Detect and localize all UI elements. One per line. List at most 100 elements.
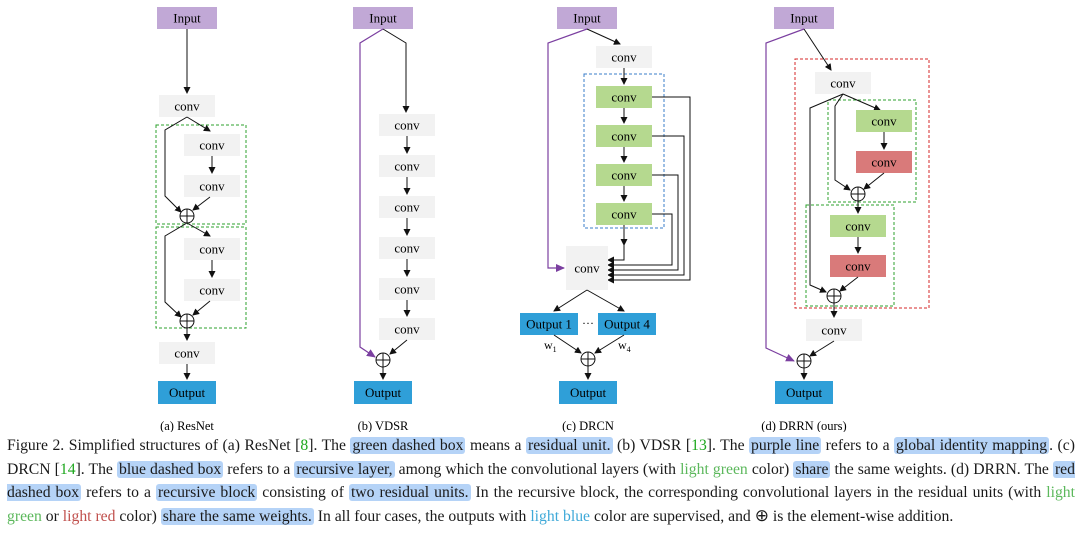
addition-node [375, 352, 391, 368]
conv-block [159, 95, 215, 117]
conv-label: conv [394, 159, 420, 174]
input-label: Input [369, 11, 397, 26]
conv-label: conv [394, 241, 420, 256]
weight-w1: w1 [544, 338, 557, 354]
colored-text-blue: light blue [530, 507, 591, 525]
conv-label: conv [845, 259, 871, 274]
residual-unit-box [805, 204, 895, 307]
conv-block-shared [596, 125, 652, 147]
conv-label: conv [871, 155, 897, 170]
addition-node [580, 351, 596, 367]
conv-block [159, 342, 215, 364]
weight-w4-subscript: 4 [627, 345, 631, 354]
caption-text: refers to a [821, 437, 895, 454]
caption-text: the same weights. (d) DRRN. The [830, 460, 1053, 478]
colored-text-green: light green [7, 484, 1075, 525]
highlight: two residual units. [348, 484, 471, 501]
conv-block-shared [596, 86, 652, 108]
output1-box [520, 313, 578, 335]
caption-text: ]. The [706, 437, 750, 454]
conv-block-shared [596, 164, 652, 186]
caption-text: In all four cases, the outputs with [313, 507, 531, 525]
conv-block-shared-green [830, 215, 886, 237]
highlight: blue dashed box [116, 460, 224, 478]
highlight: recursive block [155, 484, 258, 501]
caption-text: color are supervised, and [590, 507, 755, 525]
conv-label: conv [199, 242, 225, 257]
highlight: purple line [749, 437, 822, 454]
citation-link[interactable]: 8 [300, 437, 309, 454]
weight-w1-subscript: 1 [553, 345, 557, 354]
conv-label: conv [394, 200, 420, 215]
conv-block [815, 72, 871, 94]
caption-text: In the recursive block, the correspondin… [470, 484, 1047, 501]
conv-label: conv [821, 323, 847, 338]
oplus-symbol: ⊕ [754, 505, 769, 526]
conv-block-shared [596, 203, 652, 225]
citation-link[interactable]: 14 [59, 460, 76, 478]
addition-node [850, 186, 866, 202]
output4-box [598, 313, 656, 335]
residual-unit-box [155, 226, 247, 329]
drrn-diagram: Input conv conv conv conv conv [761, 7, 930, 432]
output-label: Output [570, 385, 607, 400]
conv-block [184, 238, 240, 260]
conv-label: conv [871, 114, 897, 129]
subcaption-b: (b) VDSR [358, 419, 409, 432]
input-box [157, 7, 217, 29]
output-box [354, 381, 412, 404]
caption-text: consisting of [257, 484, 349, 501]
conv-block [379, 318, 435, 340]
subcaption-c: (c) DRCN [562, 419, 614, 432]
highlight: global identity mapping [894, 437, 1050, 454]
addition-node [796, 353, 812, 369]
conv-block [596, 46, 652, 68]
caption-label: Figure 2. [7, 437, 65, 454]
caption-text: (b) VDSR [ [612, 437, 692, 454]
conv-block [379, 278, 435, 300]
caption-text: color) [747, 460, 794, 478]
caption-text: ]. The [75, 460, 117, 478]
addition-node [179, 313, 195, 329]
output-box [158, 381, 216, 404]
ellipsis: ··· [582, 316, 594, 330]
conv-label: conv [199, 138, 225, 153]
conv-label: conv [394, 282, 420, 297]
addition-node [826, 288, 842, 304]
subcaption-d: (d) DRRN (ours) [761, 419, 846, 432]
highlight: share the same weights. [160, 507, 314, 525]
conv-block [379, 237, 435, 259]
input-box [774, 7, 834, 29]
conv-block [806, 319, 862, 341]
conv-block [379, 196, 435, 218]
conv-label: conv [174, 99, 200, 114]
input-label: Input [573, 11, 601, 26]
colored-text-green: light green [680, 460, 748, 478]
caption-text: is the element-wise addition. [768, 507, 954, 525]
conv-label: conv [574, 261, 600, 276]
output-label: Output [169, 385, 206, 400]
input-label: Input [173, 11, 201, 26]
conv-label: conv [845, 219, 871, 234]
output-label: Output [786, 385, 823, 400]
output1-label: Output 1 [526, 317, 572, 332]
addition-node [179, 208, 195, 224]
conv-block-shared-red [856, 151, 912, 173]
colored-text-red: light red [62, 507, 116, 525]
conv-label: conv [394, 322, 420, 337]
conv-label: conv [611, 90, 637, 105]
highlight: share [793, 460, 831, 478]
conv-label: conv [174, 346, 200, 361]
caption-text: refers to a [81, 484, 156, 501]
caption-text: ]. The [308, 437, 351, 454]
caption-text: color) [115, 507, 161, 525]
conv-block [379, 155, 435, 177]
citation-link[interactable]: 13 [691, 437, 707, 454]
conv-label: conv [394, 118, 420, 133]
highlight: recursive layer, [294, 460, 395, 478]
recursive-block-box [794, 58, 930, 309]
subcaption-a: (a) ResNet [160, 419, 214, 432]
resnet-diagram: Input conv conv conv conv conv con [155, 7, 247, 432]
conv-label: conv [830, 76, 856, 91]
conv-label: conv [199, 283, 225, 298]
